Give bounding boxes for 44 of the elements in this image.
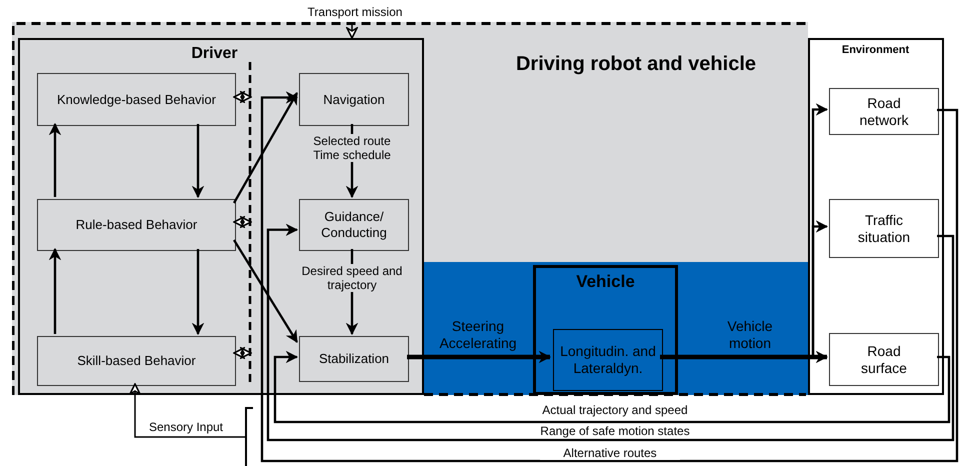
- process-box: [553, 329, 663, 391]
- box-label: Traffic situation: [856, 210, 912, 246]
- edge-label: Alternative routes: [540, 446, 680, 460]
- box-label: Guidance/ Conducting: [320, 208, 388, 242]
- arrow: [346, 25, 358, 39]
- box-label: Knowledge-based Behavior: [56, 90, 217, 109]
- arrow: [233, 347, 252, 359]
- group-title: Driving robot and vehicle: [514, 52, 758, 76]
- box-label: Rule-based Behavior: [74, 216, 198, 234]
- arrow: [260, 92, 958, 462]
- arrow: [192, 124, 204, 198]
- process-box: [299, 199, 409, 251]
- process-box: [37, 199, 236, 251]
- environment-box: [808, 38, 944, 395]
- process-box: [829, 199, 939, 258]
- driver-box: [18, 38, 424, 395]
- process-box: [37, 336, 236, 386]
- group-title: Vehicle: [575, 272, 636, 292]
- box-label: Longitudin. and Lateraldyn.: [559, 342, 657, 378]
- process-box: [829, 333, 939, 386]
- box-label: Stabilization: [318, 350, 390, 368]
- arrow: [233, 91, 252, 103]
- arrow: [266, 224, 954, 442]
- process-box: [299, 336, 409, 382]
- vehicle-box: [533, 265, 678, 395]
- box-label: Road network: [858, 94, 910, 130]
- process-box: [829, 88, 939, 135]
- box-label: Road surface: [860, 342, 908, 378]
- arrow: [233, 239, 298, 343]
- box-label: Skill-based Behavior: [76, 352, 197, 370]
- arrow: [50, 248, 60, 334]
- process-box: [299, 73, 409, 126]
- arrow: [660, 352, 828, 362]
- arrow: [233, 216, 252, 228]
- arrow: [407, 352, 550, 362]
- arrow: [274, 352, 950, 424]
- group-title: Driver: [190, 44, 239, 63]
- box-label: Navigation: [322, 90, 386, 109]
- group-title: Environment: [840, 44, 910, 57]
- arrow: [192, 249, 204, 334]
- arrow: [233, 92, 298, 204]
- arrow: [50, 124, 60, 197]
- process-box: [37, 73, 236, 126]
- arrow: [129, 383, 246, 438]
